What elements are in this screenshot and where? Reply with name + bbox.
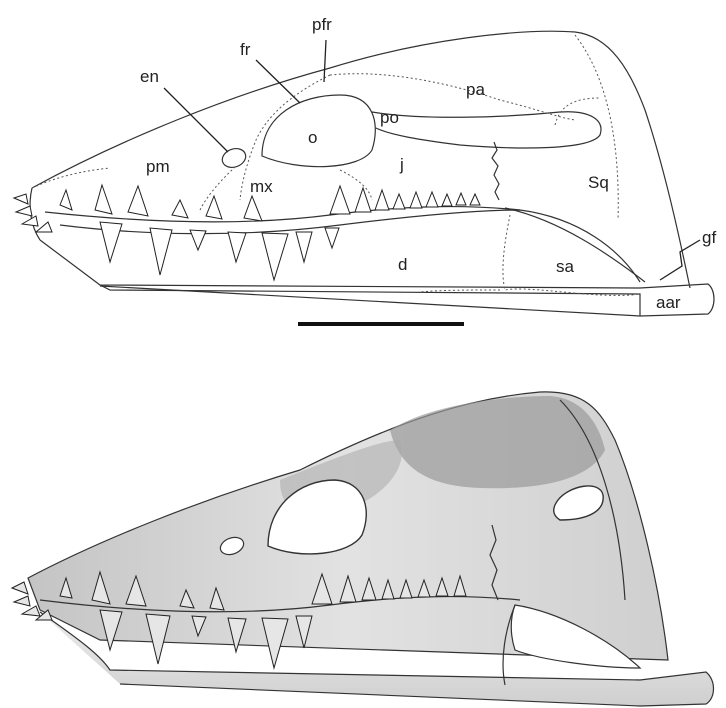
label-o: o bbox=[308, 128, 317, 147]
label-fr: fr bbox=[240, 40, 251, 59]
leader-en bbox=[164, 88, 228, 152]
leader-pfr bbox=[324, 40, 326, 82]
suture-zigzag bbox=[492, 142, 499, 200]
leader-gf bbox=[660, 240, 700, 280]
label-sq: Sq bbox=[588, 173, 609, 192]
label-d: d bbox=[398, 255, 407, 274]
suture-jaw bbox=[503, 215, 640, 295]
postorbital-outline bbox=[372, 112, 601, 148]
label-pfr: pfr bbox=[312, 15, 332, 34]
suture-sa bbox=[420, 290, 500, 292]
suture-snout bbox=[32, 168, 110, 188]
orbit-outline bbox=[262, 95, 375, 167]
line-drawing-skull: pfr fr en pa po o pm mx j Sq gf d sa aar bbox=[14, 15, 716, 316]
suture-po bbox=[575, 35, 618, 220]
suture-pa bbox=[330, 74, 575, 120]
label-gf: gf bbox=[702, 228, 716, 247]
label-en: en bbox=[140, 67, 159, 86]
label-pm: pm bbox=[146, 157, 170, 176]
leader-fr bbox=[256, 60, 300, 103]
suture-j bbox=[340, 170, 372, 200]
suture-sq bbox=[555, 98, 600, 125]
label-sa: sa bbox=[556, 257, 575, 276]
temporal-suture bbox=[505, 208, 645, 282]
label-po: po bbox=[380, 108, 399, 127]
shaded-temporal-dark bbox=[390, 396, 605, 488]
lower-teeth bbox=[100, 222, 339, 280]
upper-tooth-line bbox=[45, 207, 520, 222]
label-mx: mx bbox=[250, 177, 273, 196]
naris-outline bbox=[220, 145, 249, 170]
label-j: j bbox=[399, 155, 404, 174]
shaded-skull bbox=[12, 392, 714, 706]
label-pa: pa bbox=[466, 80, 485, 99]
suture-pm-mx bbox=[200, 166, 236, 210]
label-aar: aar bbox=[656, 293, 681, 312]
jaw-outline bbox=[40, 240, 714, 316]
lower-tooth-line bbox=[60, 210, 640, 282]
